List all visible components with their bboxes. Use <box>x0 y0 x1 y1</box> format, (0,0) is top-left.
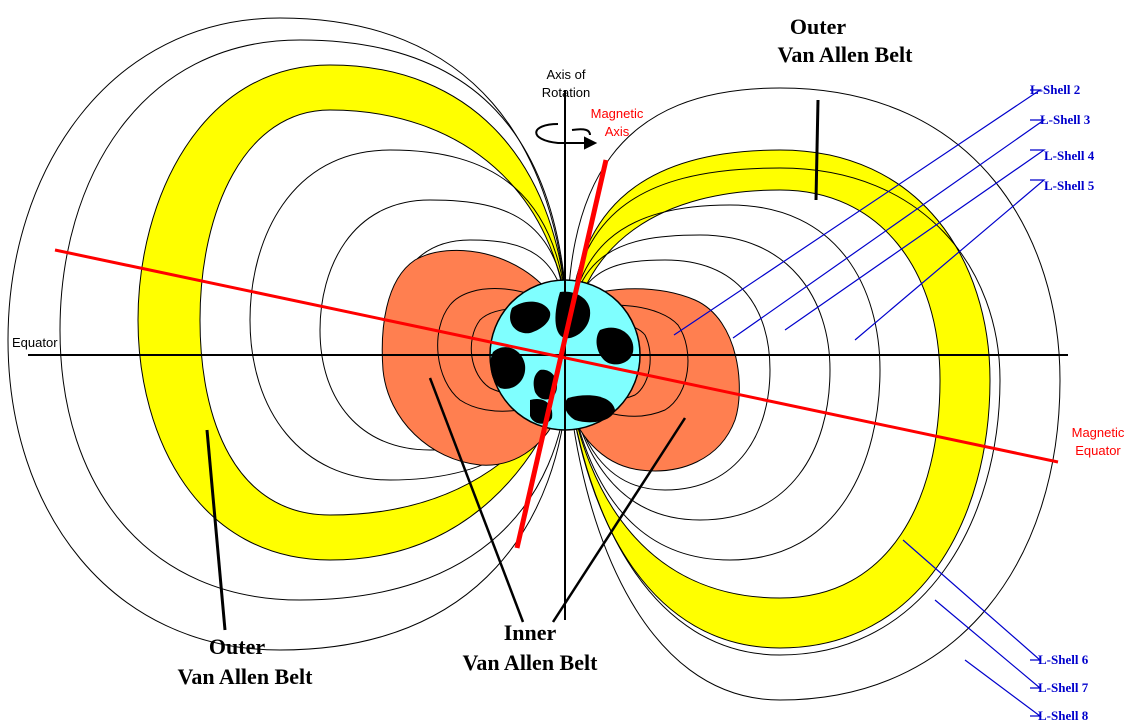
l-shell-5-label: L-Shell 5 <box>1044 178 1095 193</box>
l-shell-leaders <box>673 89 1046 717</box>
outer-belt-bottom-pointer <box>205 429 227 631</box>
field-line-l4-right <box>567 234 831 521</box>
l-shell-3-label: L-Shell 3 <box>1040 112 1091 127</box>
inner-belt-pointer-left <box>428 377 525 623</box>
outer-belt-top-pointer <box>814 99 820 201</box>
magnetic-axis-line <box>514 159 609 549</box>
magnetic-equator-line <box>54 248 1059 464</box>
outer-belt-top-label-line2: Van Allen Belt <box>778 42 914 67</box>
l-shell-7-label: L-Shell 7 <box>1038 680 1089 695</box>
outer-belt-bottom-label-line1: Outer <box>209 634 265 659</box>
magnetic-equator-label-line1: Magnetic <box>1072 425 1125 440</box>
inner-belt-pointers <box>428 377 687 623</box>
field-line-l7-right <box>567 167 1001 656</box>
magnetic-axis-label-line1: Magnetic <box>591 106 644 121</box>
l-shell-2-label: L-Shell 2 <box>1030 82 1080 97</box>
axis-rotation-label-line2: Rotation <box>542 85 590 100</box>
field-line-l8-right <box>566 87 1061 701</box>
l-shell-7-leader <box>934 599 1042 689</box>
magnetic-axis-label-line2: Axis <box>605 124 630 139</box>
axis-rotation-label-line1: Axis of <box>546 67 585 82</box>
l-shell-6-leader <box>902 539 1042 661</box>
inner-belt-label-line2: Van Allen Belt <box>463 650 599 675</box>
field-line-l5-left <box>249 149 569 481</box>
rotation-arrow-icon <box>535 123 598 150</box>
left-field-lines <box>7 17 569 651</box>
inner-belt-label-line1: Inner <box>504 620 557 645</box>
field-line-l7-left <box>59 39 569 601</box>
field-line-l3-right <box>567 259 771 491</box>
l-shell-3-leader <box>732 119 1046 339</box>
outer-belt-bottom-label-line2: Van Allen Belt <box>178 664 314 689</box>
field-line-l8-left <box>7 17 569 651</box>
l-shell-4-label: L-Shell 4 <box>1044 148 1095 163</box>
earth-land-1 <box>510 301 551 334</box>
equator-label: Equator <box>12 335 58 350</box>
right-inner-field-lines <box>567 167 1001 656</box>
l-shell-8-leader <box>964 659 1042 717</box>
field-line-l5-right <box>567 204 881 561</box>
right-field-lines <box>566 87 1061 701</box>
earth-land-7 <box>564 395 615 423</box>
l-shell-5-leader <box>854 179 1046 341</box>
l-shell-2-leader <box>673 89 1042 336</box>
l-shell-8-label: L-Shell 8 <box>1038 708 1089 723</box>
outer-belt-top-label-line1: Outer <box>790 14 846 39</box>
inner-belt-pointer-right <box>551 417 687 623</box>
l-shell-6-label: L-Shell 6 <box>1038 652 1089 667</box>
outer-belt-pointers <box>205 99 820 631</box>
earth-land-4 <box>490 347 526 389</box>
magnetic-equator-label-line2: Equator <box>1075 443 1121 458</box>
l-shell-4-leader <box>784 149 1046 331</box>
